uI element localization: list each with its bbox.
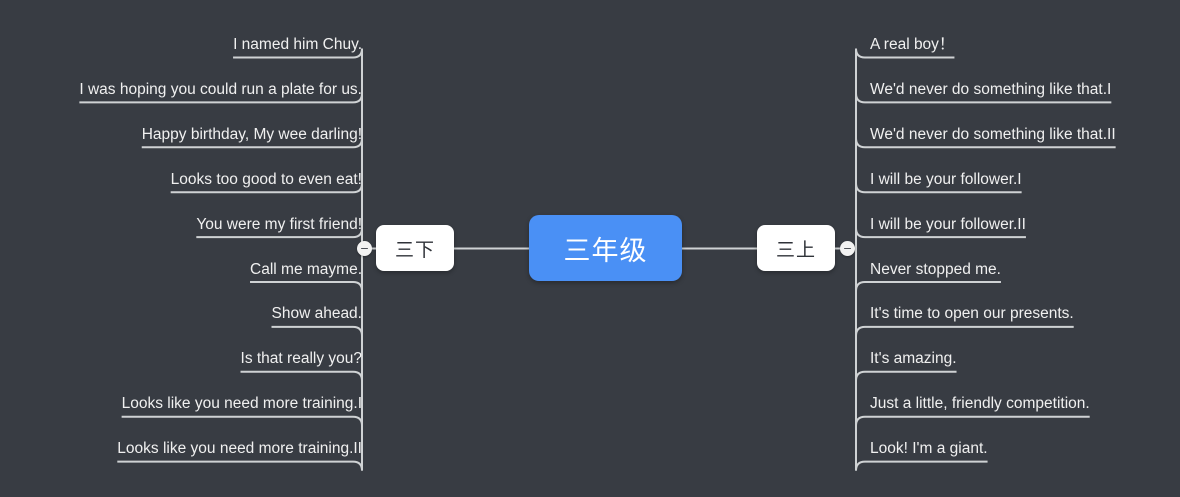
leaf-item[interactable]: We'd never do something like that.II xyxy=(870,125,1116,143)
branch-node-right-label: 三上 xyxy=(775,239,816,261)
leaf-item[interactable]: I will be your follower.II xyxy=(870,215,1026,233)
minus-icon xyxy=(361,247,368,250)
leaf-item[interactable]: Show ahead. xyxy=(271,305,363,323)
leaf-item[interactable]: It's time to open our presents. xyxy=(870,305,1074,323)
leaf-item[interactable]: It's amazing. xyxy=(870,350,957,368)
branch-node-left[interactable]: 三下 xyxy=(376,225,454,271)
leaf-item[interactable]: You were my first friend! xyxy=(196,215,362,233)
leaf-item[interactable]: Happy birthday, My wee darling! xyxy=(141,125,362,143)
leaf-item[interactable]: A real boy！ xyxy=(870,36,955,53)
leaf-item[interactable]: Looks too good to even eat! xyxy=(170,170,362,188)
leaf-item[interactable]: Looks like you need more training.II xyxy=(117,440,362,458)
leaf-item[interactable]: I was hoping you could run a plate for u… xyxy=(79,80,362,98)
collapse-toggle-left[interactable] xyxy=(357,241,372,256)
leaf-item[interactable]: Is that really you? xyxy=(240,350,362,368)
leaf-item[interactable]: Just a little, friendly competition. xyxy=(870,395,1090,413)
collapse-toggle-right[interactable] xyxy=(840,241,855,256)
leaf-item[interactable]: I will be your follower.I xyxy=(870,170,1022,188)
leaf-item[interactable]: We'd never do something like that.I xyxy=(870,80,1112,98)
branch-node-left-label: 三下 xyxy=(394,239,435,261)
leaf-item[interactable]: I named him Chuy. xyxy=(233,36,362,53)
leaf-item[interactable]: Look! I'm a giant. xyxy=(870,440,988,458)
leaf-item[interactable]: Call me mayme. xyxy=(250,260,362,278)
branch-node-right[interactable]: 三上 xyxy=(757,225,835,271)
root-node[interactable]: 三年级 xyxy=(529,215,682,281)
minus-icon xyxy=(844,247,851,250)
root-node-label: 三年级 xyxy=(563,235,648,266)
leaf-item[interactable]: Looks like you need more training.I xyxy=(121,395,362,413)
leaf-item[interactable]: Never stopped me. xyxy=(870,260,1001,278)
